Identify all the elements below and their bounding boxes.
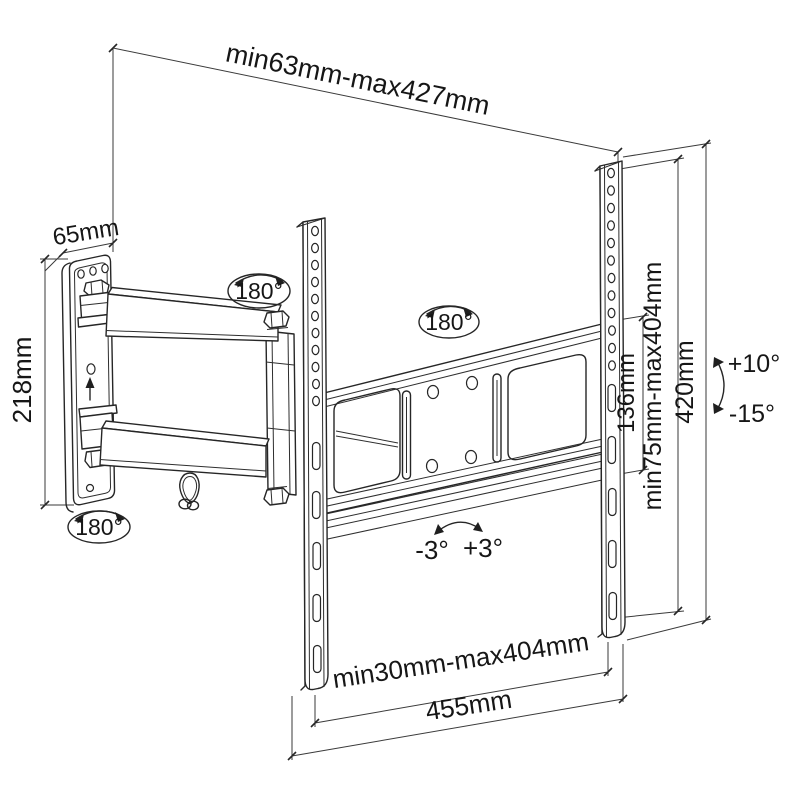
wall-plate-hole xyxy=(89,266,97,276)
swivel-upper-label: 180° xyxy=(235,278,283,304)
roll-right-label: +3° xyxy=(463,533,503,563)
plate-height-label: 218mm xyxy=(7,337,37,424)
plate-hole xyxy=(425,458,439,474)
pivot-bolt-top xyxy=(263,310,290,330)
tilt-annotation: +10° -15° xyxy=(713,350,780,428)
dimension-lines xyxy=(40,43,712,761)
plate-right-window xyxy=(507,353,587,461)
tv-bracket-plate xyxy=(317,320,613,516)
vesa-range-label: min75mm-max404mm xyxy=(639,262,667,511)
support-beam xyxy=(308,451,617,544)
rail-height-label: 420mm xyxy=(671,340,699,423)
wall-plate-hole xyxy=(101,263,109,274)
roll-left-label: -3° xyxy=(415,535,449,565)
pivot-column xyxy=(265,330,297,496)
left-vesa-rail xyxy=(296,217,329,691)
pivot-bolt-bottom xyxy=(263,486,290,506)
right-vesa-rail xyxy=(594,160,626,639)
plate-hole xyxy=(465,375,479,391)
up-arrow-icon xyxy=(85,377,95,401)
plate-right-slot xyxy=(492,373,502,463)
plate-left-slot xyxy=(401,390,412,480)
swivel-lower-label: 180° xyxy=(75,514,123,540)
swivel-annotation-upper: 180° xyxy=(227,273,291,309)
upper-arm xyxy=(105,286,282,342)
lower-arm xyxy=(99,420,270,478)
plate-hole xyxy=(464,449,478,465)
swivel-center-label: 180° xyxy=(425,309,473,335)
swivel-annotation-center: 180° xyxy=(418,305,480,339)
plate-left-window xyxy=(333,387,401,494)
hole-span-label: 136mm xyxy=(613,353,640,433)
tilt-up-label: +10° xyxy=(728,350,780,378)
swivel-annotation-lower: 180° xyxy=(67,510,131,544)
bottom-range-label: min30mm-max404mm xyxy=(331,626,591,694)
cable-hook xyxy=(178,472,200,511)
wall-plate-hole xyxy=(77,269,85,279)
plate-hole xyxy=(426,384,440,400)
roll-annotation: -3° +3° xyxy=(415,521,503,565)
tilt-down-label: -15° xyxy=(729,400,775,428)
